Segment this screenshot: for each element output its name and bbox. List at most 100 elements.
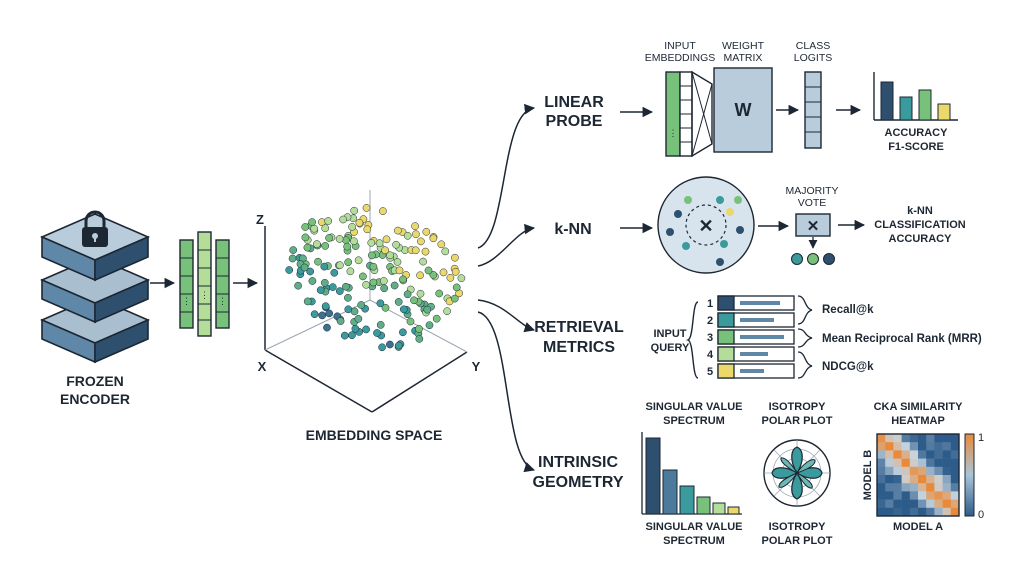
heatmap-cell	[926, 507, 935, 517]
rank-4: 4	[707, 349, 714, 361]
heatmap-cell	[885, 450, 894, 459]
embedding-point	[381, 246, 389, 255]
embedding-point	[320, 278, 329, 287]
embedding-point	[336, 261, 344, 270]
embedding-point	[303, 297, 312, 306]
embedding-point	[375, 239, 384, 248]
heatmap-cell	[893, 483, 902, 492]
axis-y-label: Y	[472, 359, 481, 374]
heatmap-cell	[950, 475, 960, 484]
heatmap-cell	[934, 450, 943, 459]
embedding-point	[324, 217, 333, 225]
class-logits-column	[804, 71, 822, 149]
embedding-point-cloud	[285, 204, 466, 352]
embedding-point	[301, 223, 310, 231]
input-query-line2: QUERY	[651, 342, 690, 354]
heatmap-cell	[926, 491, 935, 500]
weight-matrix-label-line1: WEIGHT	[722, 40, 765, 52]
embedding-point	[432, 314, 441, 323]
embedding-point	[399, 305, 408, 314]
embedding-point	[339, 215, 347, 224]
embedding-point	[367, 238, 376, 247]
heatmap-cell	[918, 491, 927, 500]
embedding-point	[411, 246, 420, 255]
heatmap-cell	[877, 475, 886, 484]
heatmap-cell	[934, 434, 943, 443]
embedding-point	[386, 340, 394, 349]
embedding-point	[412, 230, 420, 239]
heatmap-cell	[926, 466, 935, 476]
embedding-point	[379, 277, 388, 285]
embedding-point	[318, 311, 327, 320]
embedding-point	[450, 294, 459, 303]
heatmap-cell	[909, 483, 919, 492]
accuracy-bar-chart	[873, 72, 958, 121]
embedding-point	[350, 237, 358, 246]
embedding-point	[376, 321, 385, 329]
query-x-icon: ✕	[698, 216, 713, 236]
embedding-point	[344, 305, 353, 314]
heatmap-cell	[926, 499, 935, 509]
majority-vote-line2: VOTE	[798, 197, 827, 209]
heatmap-cell	[918, 434, 927, 443]
heatmap-cell	[909, 450, 919, 459]
heatmap-cell	[877, 434, 886, 443]
embedding-point	[416, 289, 425, 298]
knn-neighborhood: ✕	[657, 176, 755, 274]
heatmap-cell	[877, 483, 886, 492]
embedding-point	[289, 246, 298, 254]
embedding-point	[335, 287, 344, 295]
embedding-point	[411, 222, 419, 230]
embedding-point	[348, 331, 356, 340]
model-a-label: MODEL A	[893, 521, 943, 533]
embedding-point	[362, 204, 371, 212]
embedding-point	[354, 256, 363, 265]
heatmap-cell	[926, 458, 935, 468]
input-query-line1: INPUT	[654, 328, 687, 340]
vote-x-icon: ✕	[807, 218, 820, 235]
heatmap-cell	[934, 507, 943, 517]
heatmap-cell	[901, 475, 911, 484]
embedding-point	[403, 231, 412, 240]
rank-5: 5	[707, 366, 713, 378]
embedding-point	[369, 262, 378, 271]
heatmap-cell	[909, 458, 919, 468]
heatmap-cell	[918, 458, 927, 468]
heatmap-cell	[934, 499, 943, 509]
embedding-point	[303, 243, 312, 252]
embedding-point	[415, 325, 423, 333]
embedding-point	[342, 282, 350, 291]
heatmap-cell	[901, 507, 911, 517]
embedding-point	[457, 274, 466, 283]
heatmap-cell	[942, 442, 952, 451]
heatmap-cell	[901, 450, 911, 459]
heatmap-cell	[893, 450, 902, 459]
encoder-title-line2: ENCODER	[60, 391, 130, 407]
color-scale-bar	[964, 433, 975, 517]
embedding-point	[369, 278, 378, 287]
iso-bottom-line2: POLAR PLOT	[762, 535, 833, 547]
scale-max: 1	[978, 432, 984, 444]
heatmap-cell	[950, 507, 960, 517]
heatmap-cell	[885, 499, 894, 509]
isotropy-polar-plot	[763, 439, 831, 507]
sv-bottom-line2: SPECTRUM	[663, 535, 725, 547]
metric-ndcg: NDCG@k	[822, 361, 874, 373]
heatmap-cell	[909, 466, 919, 476]
heatmap-cell	[893, 499, 902, 509]
embedding-point	[308, 218, 316, 226]
majority-vote-box: ✕	[791, 213, 835, 265]
probe-metric-line1: ACCURACY	[885, 127, 949, 139]
heatmap-cell	[885, 458, 894, 468]
heatmap-cell	[934, 483, 943, 492]
embedding-point	[399, 275, 407, 284]
heatmap-cell	[942, 466, 952, 476]
heatmap-cell	[885, 434, 894, 443]
sv-top-line1: SINGULAR VALUE	[646, 401, 743, 413]
heatmap-cell	[877, 499, 886, 509]
embedding-point	[392, 240, 400, 249]
cka-line1: CKA SIMILARITY	[874, 401, 963, 413]
embedding-point	[429, 234, 438, 243]
embedding-point	[423, 305, 432, 314]
query-brace	[685, 301, 699, 379]
